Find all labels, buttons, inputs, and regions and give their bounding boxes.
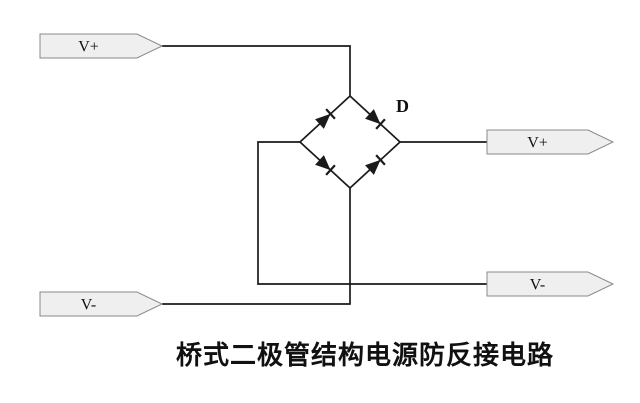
terminal-tag-shape: [486, 271, 615, 297]
caption: 桥式二极管结构电源防反接电路: [175, 341, 554, 371]
diode-arrow: [365, 109, 381, 125]
diode-arrow: [315, 155, 331, 171]
wire: [162, 45, 351, 96]
terminal-tag-output-vminus: V-: [486, 271, 615, 297]
terminal-tag-output-vplus: V+: [486, 129, 615, 155]
terminal-tag-label: V-: [81, 297, 96, 314]
diode-arrow: [315, 113, 331, 129]
diode-cathode-bar: [325, 164, 336, 176]
wire: [162, 188, 351, 305]
diode-cathode-bar: [375, 154, 386, 166]
terminal-tag-label: V+: [527, 135, 548, 152]
diode-arrow: [365, 159, 381, 175]
terminal-tag-input-vplus: V+: [39, 33, 164, 59]
terminal-tag-shape: [486, 129, 615, 155]
terminal-tag-label: V-: [530, 277, 545, 294]
terminal-tag-input-vminus: V-: [39, 291, 164, 317]
terminal-tag-shape: [39, 33, 164, 59]
diode-cathode-bar: [375, 118, 386, 130]
terminal-tag-label: V+: [78, 39, 99, 56]
terminal-tag-shape: [39, 291, 164, 317]
wire: [257, 141, 487, 285]
diode-cathode-bar: [325, 108, 336, 120]
diode-group-label: D: [396, 96, 409, 116]
